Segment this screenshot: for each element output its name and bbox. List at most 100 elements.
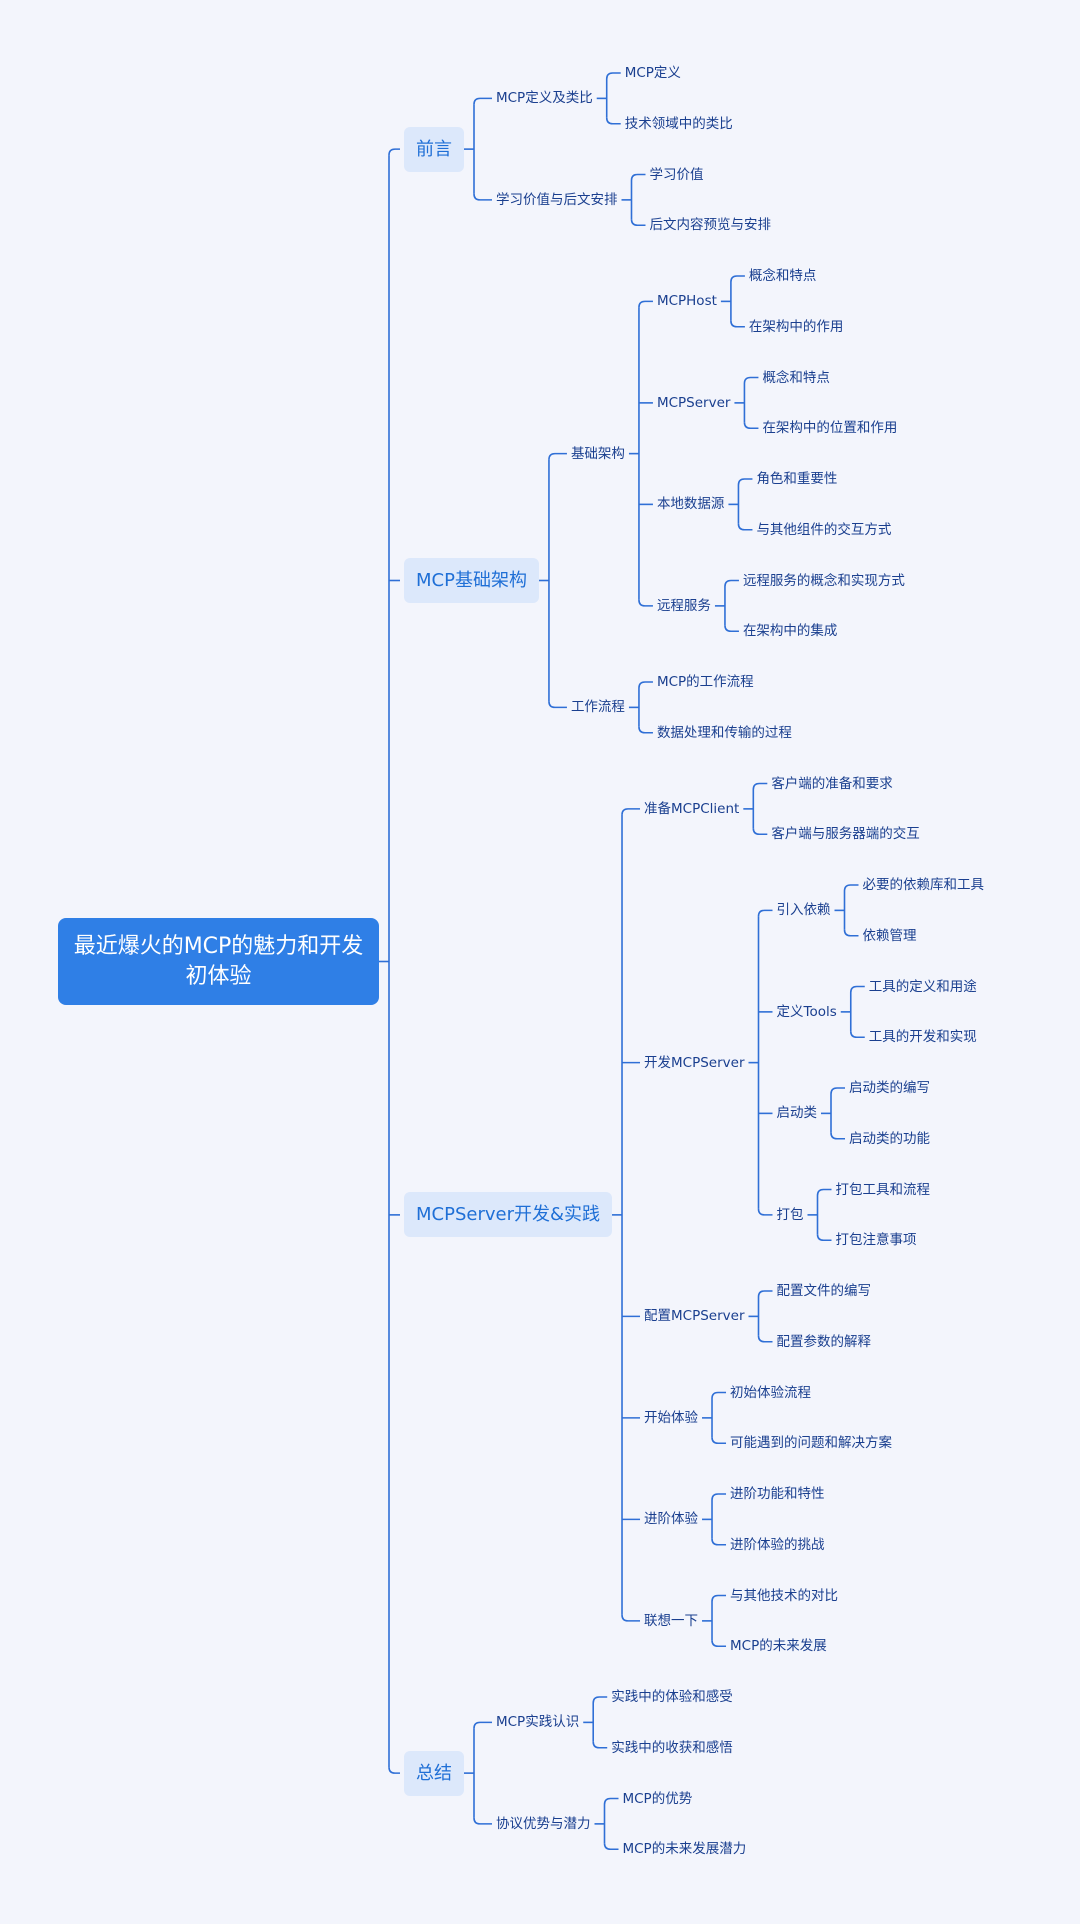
leaf-node[interactable]: 在架构中的集成 <box>742 623 838 640</box>
connector-line <box>548 452 567 460</box>
leaf-node[interactable]: MCP的工作流程 <box>656 674 754 690</box>
connector-line <box>592 1696 608 1704</box>
branch-node[interactable]: 开发MCPServer <box>644 1054 745 1071</box>
connector-line <box>473 1721 492 1729</box>
connector-line <box>638 300 653 308</box>
section-node-3[interactable]: MCPServer开发&实践 <box>404 1192 613 1238</box>
connector-line <box>757 1290 773 1298</box>
connector-line <box>388 1767 400 1774</box>
sub-branch-node[interactable]: MCPServer <box>656 394 731 411</box>
leaf-node[interactable]: 初始体验流程 <box>730 1384 812 1401</box>
leaf-node[interactable]: 进阶体验的挑战 <box>730 1536 825 1553</box>
branch-node[interactable]: MCP定义及类比 <box>495 90 593 107</box>
connector-line <box>711 1391 727 1399</box>
leaf-node[interactable]: 与其他技术的对比 <box>730 1587 839 1604</box>
leaf-node[interactable]: 可能遇到的问题和解决方案 <box>730 1435 893 1452</box>
leaf-node[interactable]: 配置文件的编写 <box>776 1283 872 1299</box>
leaf-node[interactable]: MCP的未来发展 <box>730 1638 827 1655</box>
connector-line <box>473 1817 492 1825</box>
connector-line <box>843 929 859 937</box>
connector-line <box>849 1031 865 1039</box>
connector-line <box>737 523 753 531</box>
leaf-node[interactable]: 打包工具和流程 <box>835 1181 931 1198</box>
connector-line <box>603 1797 619 1805</box>
connector-line <box>752 828 768 836</box>
connector-line <box>730 320 745 328</box>
leaf-node[interactable]: 概念和特点 <box>748 268 817 284</box>
connector-line <box>605 72 621 80</box>
leaf-node[interactable]: 数据处理和传输的过程 <box>656 724 792 741</box>
leaf-node[interactable]: 进阶功能和特性 <box>730 1486 825 1502</box>
leaf-node[interactable]: 工具的定义和用途 <box>868 978 977 995</box>
section-node-2[interactable]: MCP基础架构 <box>404 558 539 603</box>
leaf-node[interactable]: 必要的依赖库和工具 <box>862 877 985 893</box>
branch-node[interactable]: 开始体验 <box>644 1409 699 1426</box>
leaf-node[interactable]: 依赖管理 <box>862 927 917 944</box>
connector-line <box>638 599 653 607</box>
connector-line <box>737 478 753 486</box>
connector-line <box>621 808 641 815</box>
leaf-node[interactable]: 工具的开发和实现 <box>868 1029 977 1046</box>
sub-branch-node[interactable]: 远程服务 <box>656 597 711 614</box>
connector-line <box>816 1234 832 1242</box>
connector-line <box>757 1335 773 1343</box>
leaf-node[interactable]: 概念和特点 <box>762 369 830 386</box>
branch-node[interactable]: 学习价值与后文安排 <box>495 191 618 208</box>
leaf-node[interactable]: 技术领域中的类比 <box>624 115 733 132</box>
connector-line <box>830 1087 846 1095</box>
connector-line <box>621 1614 641 1622</box>
connector-line <box>711 1594 727 1602</box>
branch-node[interactable]: 配置MCPServer <box>644 1308 745 1325</box>
branch-node[interactable]: 工作流程 <box>570 699 625 716</box>
connector-line <box>638 681 653 689</box>
sub-branch-node[interactable]: 本地数据源 <box>656 496 725 513</box>
leaf-node[interactable]: MCP的未来发展潜力 <box>622 1841 747 1858</box>
sub-branch-node[interactable]: 定义Tools <box>776 1003 837 1020</box>
branch-node[interactable]: MCP实践认识 <box>495 1714 580 1731</box>
connector-line <box>630 219 646 227</box>
sub-branch-node[interactable]: MCPHost <box>656 293 717 310</box>
connector-line <box>843 884 859 892</box>
connector-line <box>473 97 492 105</box>
section-node-1[interactable]: 前言 <box>404 126 464 172</box>
connector-line <box>605 117 621 125</box>
leaf-node[interactable]: 在架构中的位置和作用 <box>762 420 898 437</box>
branch-node[interactable]: 联想一下 <box>644 1612 699 1629</box>
leaf-node[interactable]: MCP定义 <box>624 65 681 81</box>
connector-line <box>592 1741 608 1749</box>
leaf-node[interactable]: 与其他组件的交互方式 <box>756 521 892 538</box>
leaf-node[interactable]: 实践中的体验和感受 <box>611 1689 733 1705</box>
connector-line <box>548 701 567 709</box>
leaf-node[interactable]: 配置参数的解释 <box>776 1333 872 1350</box>
connector-line <box>816 1188 832 1196</box>
leaf-node[interactable]: MCP的优势 <box>622 1790 693 1807</box>
sub-branch-node[interactable]: 启动类 <box>776 1105 818 1122</box>
connector-line <box>757 1208 773 1216</box>
root-node[interactable]: 最近爆火的MCP的魅力和开发初体验 <box>58 918 379 1005</box>
connector-line <box>743 422 759 430</box>
connector-line <box>724 625 739 633</box>
connector-line <box>752 782 768 790</box>
branch-node[interactable]: 进阶体验 <box>644 1511 699 1528</box>
sub-branch-node[interactable]: 打包 <box>776 1206 804 1223</box>
leaf-node[interactable]: 学习价值 <box>649 166 704 183</box>
connector-line <box>849 985 865 993</box>
leaf-node[interactable]: 在架构中的作用 <box>748 318 844 335</box>
leaf-node[interactable]: 启动类的功能 <box>849 1130 930 1147</box>
section-node-4[interactable]: 总结 <box>404 1750 464 1796</box>
leaf-node[interactable]: 后文内容预览与安排 <box>649 217 771 234</box>
branch-node[interactable]: 准备MCPClient <box>644 800 740 817</box>
leaf-node[interactable]: 客户端的准备和要求 <box>771 775 893 792</box>
connector-line <box>743 376 759 384</box>
leaf-node[interactable]: 实践中的收获和感悟 <box>611 1739 733 1756</box>
connector-line <box>711 1437 727 1445</box>
leaf-node[interactable]: 启动类的编写 <box>849 1080 930 1096</box>
connector-line <box>724 579 739 587</box>
leaf-node[interactable]: 打包注意事项 <box>835 1232 917 1249</box>
leaf-node[interactable]: 客户端与服务器端的交互 <box>771 826 920 843</box>
branch-node[interactable]: 协议优势与潜力 <box>495 1815 591 1832</box>
branch-node[interactable]: 基础架构 <box>570 445 625 462</box>
leaf-node[interactable]: 角色和重要性 <box>756 471 838 487</box>
sub-branch-node[interactable]: 引入依赖 <box>776 902 831 919</box>
leaf-node[interactable]: 远程服务的概念和实现方式 <box>742 572 905 589</box>
